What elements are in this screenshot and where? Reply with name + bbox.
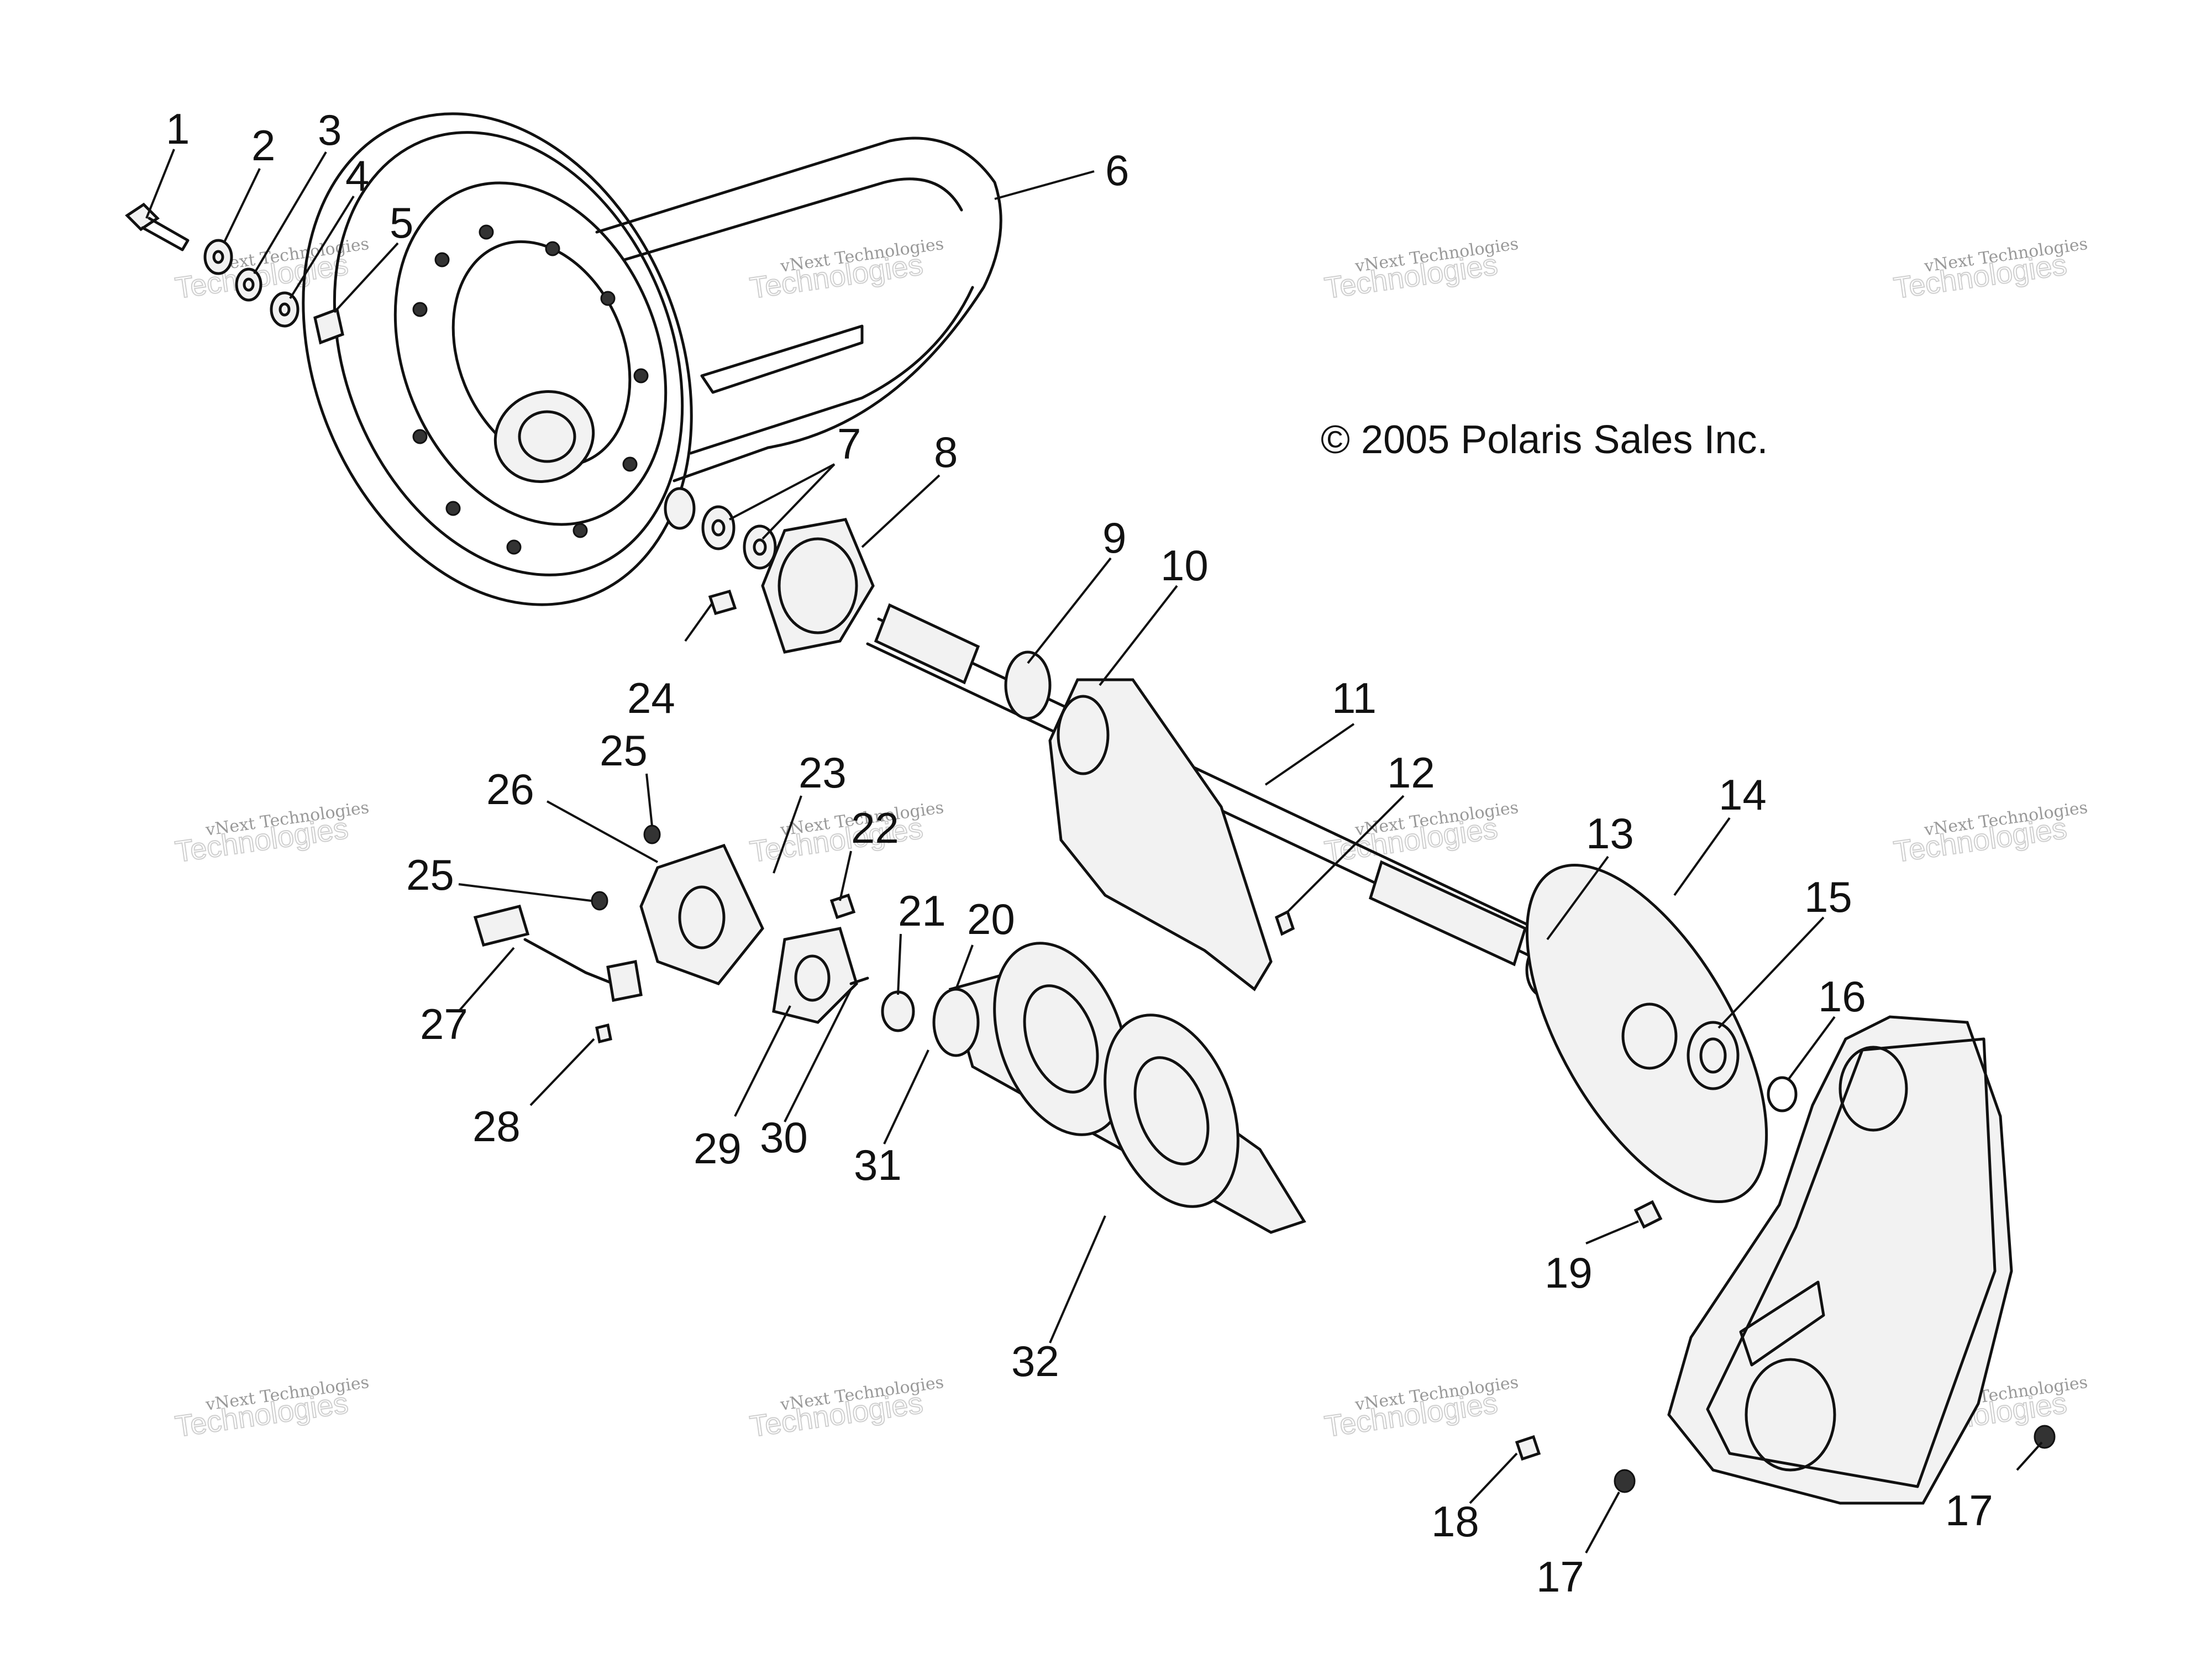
watermark: Technologies vNext Technologies — [1891, 234, 2089, 306]
callout-26: 26 — [486, 765, 534, 813]
bearing-housing — [1048, 678, 1273, 991]
callout-4: 4 — [345, 151, 369, 200]
callout-31: 31 — [854, 1141, 902, 1189]
callout-15: 15 — [1804, 873, 1852, 921]
bearing-bore — [1699, 1037, 1727, 1074]
watermark: Technologies vNext Technologies — [1322, 234, 1520, 306]
bearing-plate — [772, 927, 858, 1024]
callout-2: 2 — [251, 121, 275, 170]
lock-washer — [235, 267, 262, 302]
plate-bore — [794, 954, 831, 1002]
callout-11: 11 — [1332, 674, 1377, 722]
callout-30: 30 — [760, 1113, 808, 1162]
callout-29: 29 — [694, 1124, 742, 1173]
nut — [1614, 1469, 1636, 1493]
flange-bolt — [708, 589, 737, 616]
callout-3: 3 — [318, 106, 342, 154]
callout-27: 27 — [420, 1000, 468, 1048]
washer-hole — [243, 277, 255, 292]
snap-ring — [1767, 1076, 1798, 1112]
watermark: Technologies vNext Technologies — [1322, 1373, 1520, 1444]
watermark: Technologies vNext Technologies — [747, 798, 945, 869]
watermark: Technologies vNext Technologies — [172, 798, 370, 869]
callout-22: 22 — [851, 804, 899, 852]
plate-screw — [849, 977, 869, 985]
callout-16: 16 — [1818, 972, 1866, 1021]
nut — [591, 891, 608, 911]
callout-25: 25 — [600, 726, 648, 775]
watermark: Technologies vNext Technologies — [1322, 798, 1520, 869]
track-drive-shaft — [932, 942, 1306, 1234]
shim-washers — [664, 487, 777, 570]
watermark: Technologies vNext Technologies — [1891, 798, 2089, 869]
callout-6: 6 — [1105, 146, 1129, 195]
bolt — [125, 202, 190, 251]
callout-10: 10 — [1160, 541, 1209, 590]
flange-bore — [778, 537, 858, 634]
callout-20: 20 — [967, 895, 1015, 943]
callout-19: 19 — [1545, 1248, 1593, 1297]
key — [1274, 910, 1295, 936]
callout-24: 24 — [627, 674, 675, 722]
speed-sensor — [473, 904, 643, 1002]
drive-belt — [595, 136, 1002, 482]
chaincase — [1667, 1015, 2013, 1505]
bearing-cap — [639, 843, 764, 985]
dowel-pin — [1515, 1435, 1541, 1461]
housing-bore — [1057, 695, 1110, 775]
callout-14: 14 — [1719, 770, 1767, 819]
callout-23: 23 — [799, 748, 847, 797]
callout-5: 5 — [390, 198, 413, 247]
copyright-notice: © 2005 Polaris Sales Inc. — [1321, 418, 1768, 462]
speed-gear — [881, 990, 915, 1032]
disc-hub — [1621, 1002, 1678, 1070]
bearing — [1687, 1021, 1740, 1090]
callout-25b: 25 — [406, 851, 454, 899]
callout-13: 13 — [1586, 809, 1634, 858]
callout-21: 21 — [898, 886, 946, 935]
washer — [270, 291, 300, 328]
callout-8: 8 — [934, 428, 958, 476]
callout-32: 32 — [1011, 1337, 1059, 1385]
callout-labels: 1 2 3 4 5 6 7 8 9 10 11 12 13 14 15 16 1… — [166, 104, 1993, 1601]
sensor-screw — [595, 1023, 612, 1044]
cap-bore — [678, 885, 726, 949]
watermark: Technologies vNext Technologies — [747, 1373, 945, 1444]
callout-17: 17 — [1945, 1486, 1993, 1535]
callout-1: 1 — [166, 104, 190, 153]
washer-hole — [212, 250, 224, 264]
chaincase-bolt — [1633, 1200, 1663, 1229]
callout-18: 18 — [1431, 1497, 1479, 1546]
brake-disc — [1525, 864, 1768, 1203]
callout-28: 28 — [472, 1102, 521, 1151]
washer-hole — [279, 302, 291, 317]
spacer — [313, 307, 344, 345]
watermark: Technologies vNext Technologies — [172, 234, 370, 306]
watermark: Technologies vNext Technologies — [172, 1373, 370, 1444]
washer — [203, 239, 233, 275]
screw — [829, 893, 856, 920]
callout-7: 7 — [837, 419, 861, 468]
callout-17b: 17 — [1536, 1552, 1584, 1601]
drive-clutch — [302, 112, 693, 606]
leader-lines — [145, 149, 2043, 1553]
callout-9: 9 — [1102, 513, 1126, 562]
nut — [2034, 1425, 2056, 1449]
callout-12: 12 — [1387, 748, 1435, 797]
nut — [643, 825, 661, 844]
watermark: Technologies vNext Technologies — [747, 234, 945, 306]
